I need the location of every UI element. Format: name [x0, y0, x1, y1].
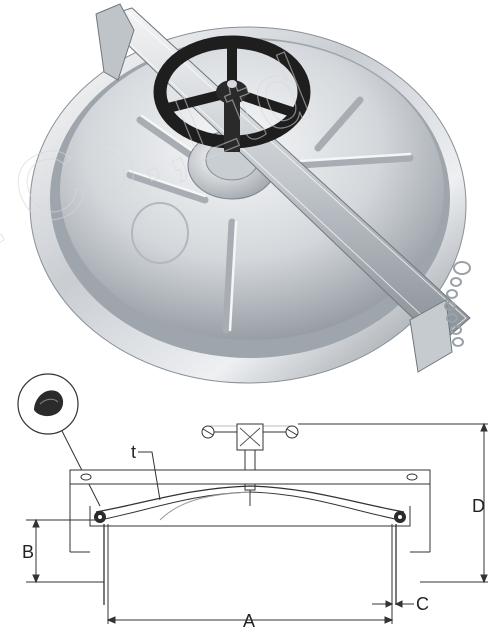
- dish-ribs: [126, 96, 414, 334]
- dimension-c: [372, 600, 414, 608]
- dimension-b: [26, 518, 104, 584]
- hand-wheel: [153, 35, 311, 152]
- dimension-a: [106, 605, 394, 624]
- neck-body: [103, 524, 397, 605]
- gasket-rings: [94, 511, 406, 523]
- label-b: B: [22, 542, 34, 562]
- technical-drawing: [17, 373, 488, 624]
- bar-right-bracket: [409, 299, 453, 373]
- dish-oval-dent: [131, 202, 189, 264]
- label-a: A: [243, 611, 255, 631]
- label-t: t: [131, 442, 136, 462]
- lid-profile: [89, 485, 411, 527]
- gasket-detail-callout: [17, 373, 101, 507]
- label-d: D: [472, 496, 485, 516]
- dimension-d: [420, 422, 488, 584]
- safety-chain: [444, 261, 471, 347]
- gasket-profile-icon: [34, 390, 64, 417]
- wheel-stem: [224, 92, 240, 152]
- label-c: C: [416, 594, 429, 614]
- manhole-render: t Co.,Ltd: [0, 3, 471, 384]
- bar-left-bracket: [95, 3, 135, 81]
- t-leader: [138, 451, 161, 501]
- yoke-profile: [69, 469, 431, 553]
